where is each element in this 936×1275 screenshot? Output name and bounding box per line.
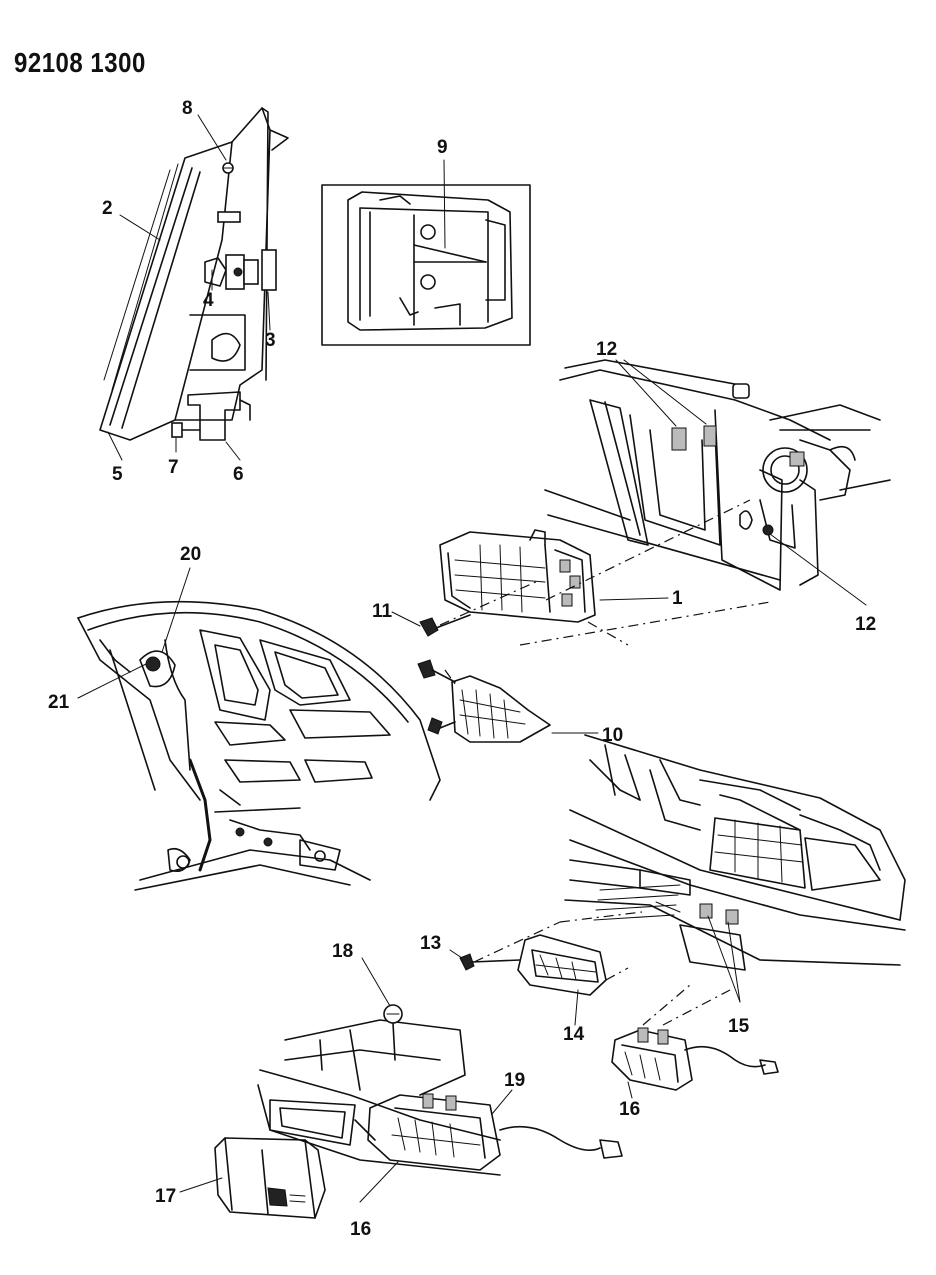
callout-3: 3 xyxy=(265,330,276,351)
callout-16-bottom: 16 xyxy=(350,1219,371,1240)
callout-20: 20 xyxy=(180,544,201,565)
screw-part-11 xyxy=(391,579,541,637)
callout-12-right: 12 xyxy=(855,614,876,635)
callout-11: 11 xyxy=(372,601,393,622)
inset-box-part-9 xyxy=(321,159,531,346)
callout-7: 7 xyxy=(168,457,179,478)
callout-10: 10 xyxy=(602,725,623,746)
document-code: 92108 1300 xyxy=(14,48,146,80)
fog-lamp-part-14 xyxy=(449,911,643,1026)
headlamp-assembly-part-1 xyxy=(439,499,771,646)
callout-21: 21 xyxy=(48,692,70,713)
callout-4: 4 xyxy=(203,290,214,311)
callout-5: 5 xyxy=(112,464,123,485)
callout-9: 9 xyxy=(437,137,448,158)
cover-part-17 xyxy=(179,1137,326,1219)
callout-12-top: 12 xyxy=(596,339,617,360)
callout-2: 2 xyxy=(102,198,113,219)
callout-15: 15 xyxy=(728,1016,750,1037)
callout-16-right: 16 xyxy=(619,1099,640,1120)
hood-underside xyxy=(77,567,441,891)
lower-fascia-section xyxy=(257,957,623,1203)
front-fascia-section xyxy=(564,734,906,1003)
callout-1: 1 xyxy=(672,588,683,609)
fog-lamp-part-16-right xyxy=(611,984,779,1099)
body-panel-section xyxy=(544,359,891,606)
headlamp-side-view xyxy=(99,107,289,461)
callout-19: 19 xyxy=(504,1070,525,1091)
park-lamp-part-10 xyxy=(417,659,599,743)
callout-8: 8 xyxy=(182,98,193,119)
callout-14: 14 xyxy=(563,1024,585,1045)
callout-18: 18 xyxy=(332,941,353,962)
callout-17: 17 xyxy=(155,1186,176,1207)
callout-13: 13 xyxy=(420,933,441,954)
callout-6: 6 xyxy=(233,464,244,485)
